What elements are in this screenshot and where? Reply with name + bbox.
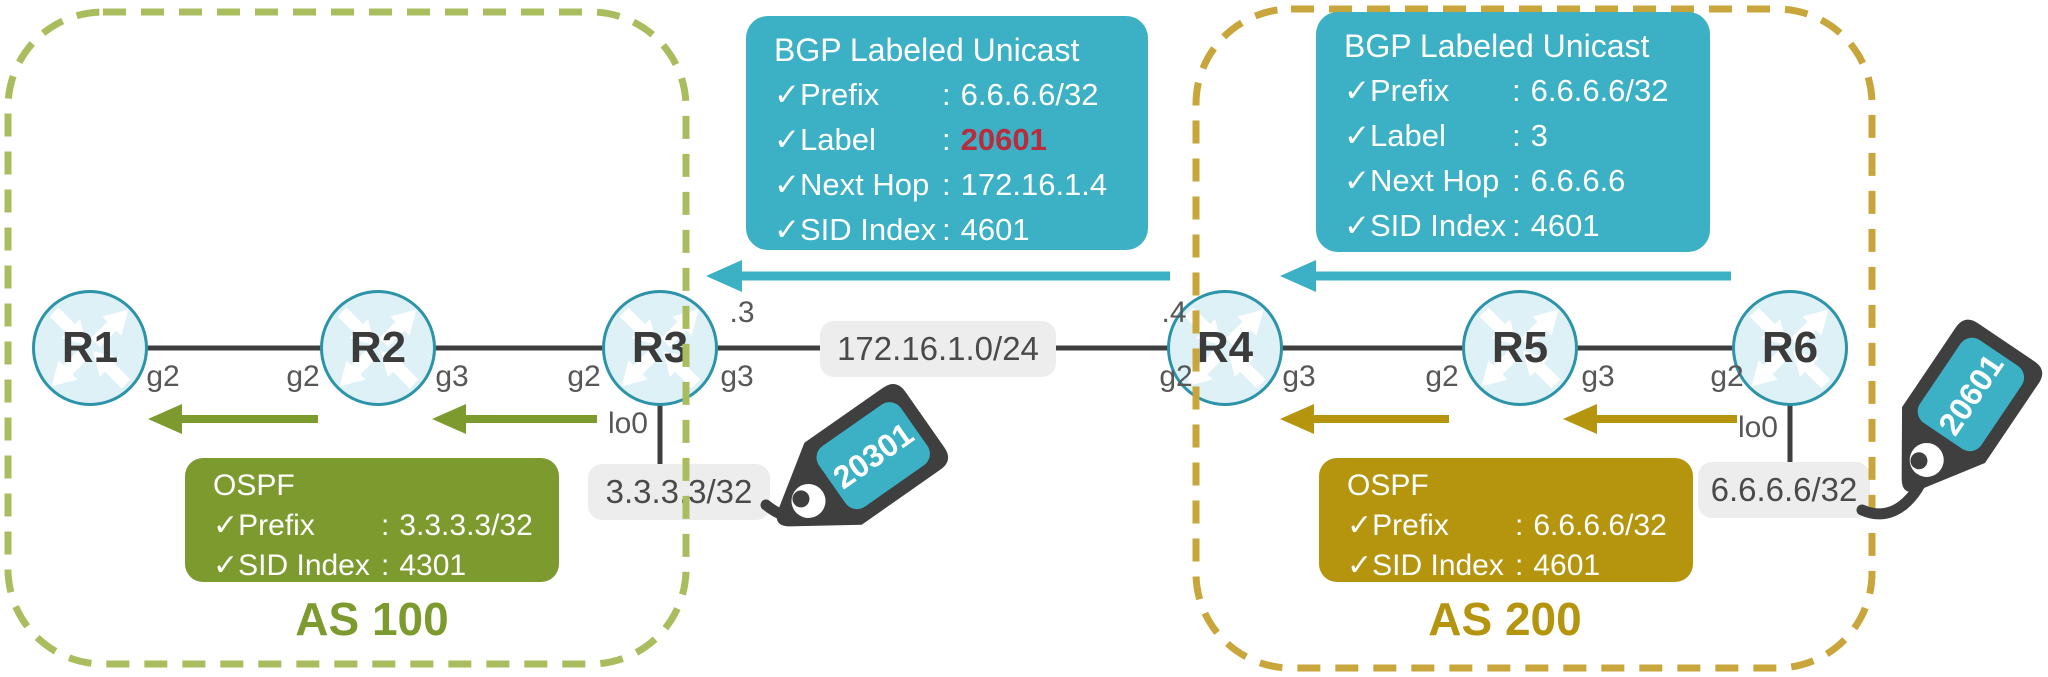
interface-label-r5-g2: g2 bbox=[1425, 360, 1459, 393]
row-label: ✓SID Index bbox=[774, 212, 937, 247]
row-value: 4601 bbox=[960, 212, 1030, 247]
row-label: ✓Prefix bbox=[213, 509, 315, 542]
mpls-label-tag-20601: 20601 bbox=[1864, 314, 2048, 519]
ospf-row-sid-index: ✓SID Index : 4601 bbox=[1347, 546, 1683, 586]
row-separator: : bbox=[942, 77, 951, 112]
interface-label-r4-g2: g2 bbox=[1159, 360, 1193, 393]
ospf-info-box-as100: OSPF ✓Prefix : 3.3.3.3/32 ✓SID Index : 4… bbox=[185, 458, 559, 582]
subnet-label-pill: 172.16.1.0/24 bbox=[820, 321, 1056, 377]
row-separator: : bbox=[942, 122, 951, 157]
row-value: 3 bbox=[1530, 118, 1548, 153]
bgp-row-next-hop: ✓Next Hop : 6.6.6.6 bbox=[1344, 158, 1700, 203]
router-node-r3: R3 bbox=[602, 290, 718, 406]
host-label-dot3: .3 bbox=[729, 296, 755, 329]
bgp-row-label: ✓Label : 20601 bbox=[774, 117, 1138, 162]
loopback-port-label-r3: lo0 bbox=[607, 407, 648, 440]
row-value: 6.6.6.6/32 bbox=[1533, 509, 1667, 542]
r3-loopback-text: 3.3.3.3/32 bbox=[605, 473, 753, 510]
mpls-label-tag-20301: 20301 bbox=[749, 378, 954, 564]
r6-loopback-address-pill: 6.6.6.6/32 bbox=[1698, 462, 1870, 518]
interface-label-r2-g3: g3 bbox=[435, 360, 469, 393]
interface-label-r5-g3: g3 bbox=[1581, 360, 1615, 393]
router-node-r1: R1 bbox=[32, 290, 148, 406]
ospf-arrow-r5-to-r4 bbox=[1280, 404, 1449, 434]
bgp-row-prefix: ✓Prefix : 6.6.6.6/32 bbox=[774, 72, 1138, 117]
row-label: ✓SID Index bbox=[213, 549, 370, 582]
row-separator: : bbox=[942, 212, 951, 247]
row-value: 4601 bbox=[1530, 208, 1600, 243]
interface-label-r6-g2: g2 bbox=[1710, 360, 1744, 393]
interface-label-r4-g3: g3 bbox=[1282, 360, 1316, 393]
ospf-box-title: OSPF bbox=[213, 469, 295, 502]
row-separator: : bbox=[381, 549, 390, 582]
router-label: R3 bbox=[631, 323, 689, 372]
row-label: ✓Prefix bbox=[1344, 73, 1450, 108]
row-separator: : bbox=[1512, 73, 1521, 108]
ospf-arrow-r2-to-r1 bbox=[148, 404, 318, 434]
row-separator: : bbox=[1512, 163, 1521, 198]
bgp-row-sid-index: ✓SID Index : 4601 bbox=[1344, 203, 1700, 248]
interface-label-r1-g2: g2 bbox=[146, 360, 180, 393]
ospf-row-prefix: ✓Prefix : 6.6.6.6/32 bbox=[1347, 506, 1683, 546]
row-value: 172.16.1.4 bbox=[960, 167, 1108, 202]
bgp-info-box-as200: BGP Labeled Unicast ✓Prefix : 6.6.6.6/32… bbox=[1316, 12, 1710, 252]
interface-label-r3-g3: g3 bbox=[720, 360, 754, 393]
bgp-box-title: BGP Labeled Unicast bbox=[774, 32, 1080, 68]
row-value: 4301 bbox=[399, 549, 467, 582]
row-separator: : bbox=[1515, 509, 1524, 542]
tag-value-text: 20601 bbox=[1931, 348, 2011, 442]
subnet-text: 172.16.1.0/24 bbox=[837, 330, 1039, 367]
row-label: ✓Label bbox=[1344, 118, 1446, 153]
row-value: 6.6.6.6/32 bbox=[960, 77, 1099, 112]
interface-label-r2-g2: g2 bbox=[286, 360, 320, 393]
bgp-advertise-arrow-r4-to-r3 bbox=[706, 260, 1170, 292]
row-separator: : bbox=[1512, 208, 1521, 243]
loopback-port-label-r6: lo0 bbox=[1737, 411, 1778, 444]
bgp-row-prefix: ✓Prefix : 6.6.6.6/32 bbox=[1344, 68, 1700, 113]
bgp-row-sid-index: ✓SID Index : 4601 bbox=[774, 207, 1138, 252]
bgp-row-next-hop: ✓Next Hop : 172.16.1.4 bbox=[774, 162, 1138, 207]
router-label: R1 bbox=[61, 323, 119, 372]
ospf-info-box-as200: OSPF ✓Prefix : 6.6.6.6/32 ✓SID Index : 4… bbox=[1319, 458, 1693, 582]
row-separator: : bbox=[942, 167, 951, 202]
row-label: ✓Prefix bbox=[1347, 509, 1449, 542]
row-separator: : bbox=[1512, 118, 1521, 153]
tag-string-20601 bbox=[1856, 460, 1934, 520]
router-node-r2: R2 bbox=[320, 290, 436, 406]
row-value: 4601 bbox=[1533, 549, 1601, 582]
router-label: R2 bbox=[349, 323, 407, 372]
as100-caption: AS 100 bbox=[295, 593, 449, 645]
row-label: ✓Prefix bbox=[774, 77, 880, 112]
row-label: ✓Label bbox=[774, 122, 876, 157]
row-label: ✓SID Index bbox=[1344, 208, 1507, 243]
row-separator: : bbox=[381, 509, 390, 542]
row-value-highlighted: 20601 bbox=[960, 122, 1047, 157]
ospf-box-title: OSPF bbox=[1347, 469, 1429, 502]
row-value: 6.6.6.6/32 bbox=[1530, 73, 1669, 108]
ospf-row-sid-index: ✓SID Index : 4301 bbox=[213, 546, 549, 586]
router-label: R5 bbox=[1491, 323, 1549, 372]
interface-label-r3-g2: g2 bbox=[567, 360, 601, 393]
tag-string-20301 bbox=[760, 494, 818, 523]
tag-value-text: 20301 bbox=[826, 415, 920, 496]
bgp-row-label: ✓Label : 3 bbox=[1344, 113, 1700, 158]
row-label: ✓Next Hop bbox=[1344, 163, 1500, 198]
ospf-row-prefix: ✓Prefix : 3.3.3.3/32 bbox=[213, 506, 549, 546]
row-value: 3.3.3.3/32 bbox=[399, 509, 533, 542]
r6-loopback-text: 6.6.6.6/32 bbox=[1710, 471, 1858, 508]
row-label: ✓SID Index bbox=[1347, 549, 1504, 582]
bgp-info-box-as100: BGP Labeled Unicast ✓Prefix : 6.6.6.6/32… bbox=[746, 16, 1148, 250]
as200-caption: AS 200 bbox=[1428, 593, 1582, 645]
bgp-box-title: BGP Labeled Unicast bbox=[1344, 28, 1650, 64]
row-label: ✓Next Hop bbox=[774, 167, 930, 202]
row-value: 6.6.6.6 bbox=[1530, 163, 1626, 198]
r3-loopback-address-pill: 3.3.3.3/32 bbox=[588, 464, 770, 520]
row-separator: : bbox=[1515, 549, 1524, 582]
bgp-advertise-arrow-r6-to-r4 bbox=[1280, 260, 1731, 292]
router-node-r5: R5 bbox=[1462, 290, 1578, 406]
host-label-dot4: .4 bbox=[1161, 296, 1187, 329]
